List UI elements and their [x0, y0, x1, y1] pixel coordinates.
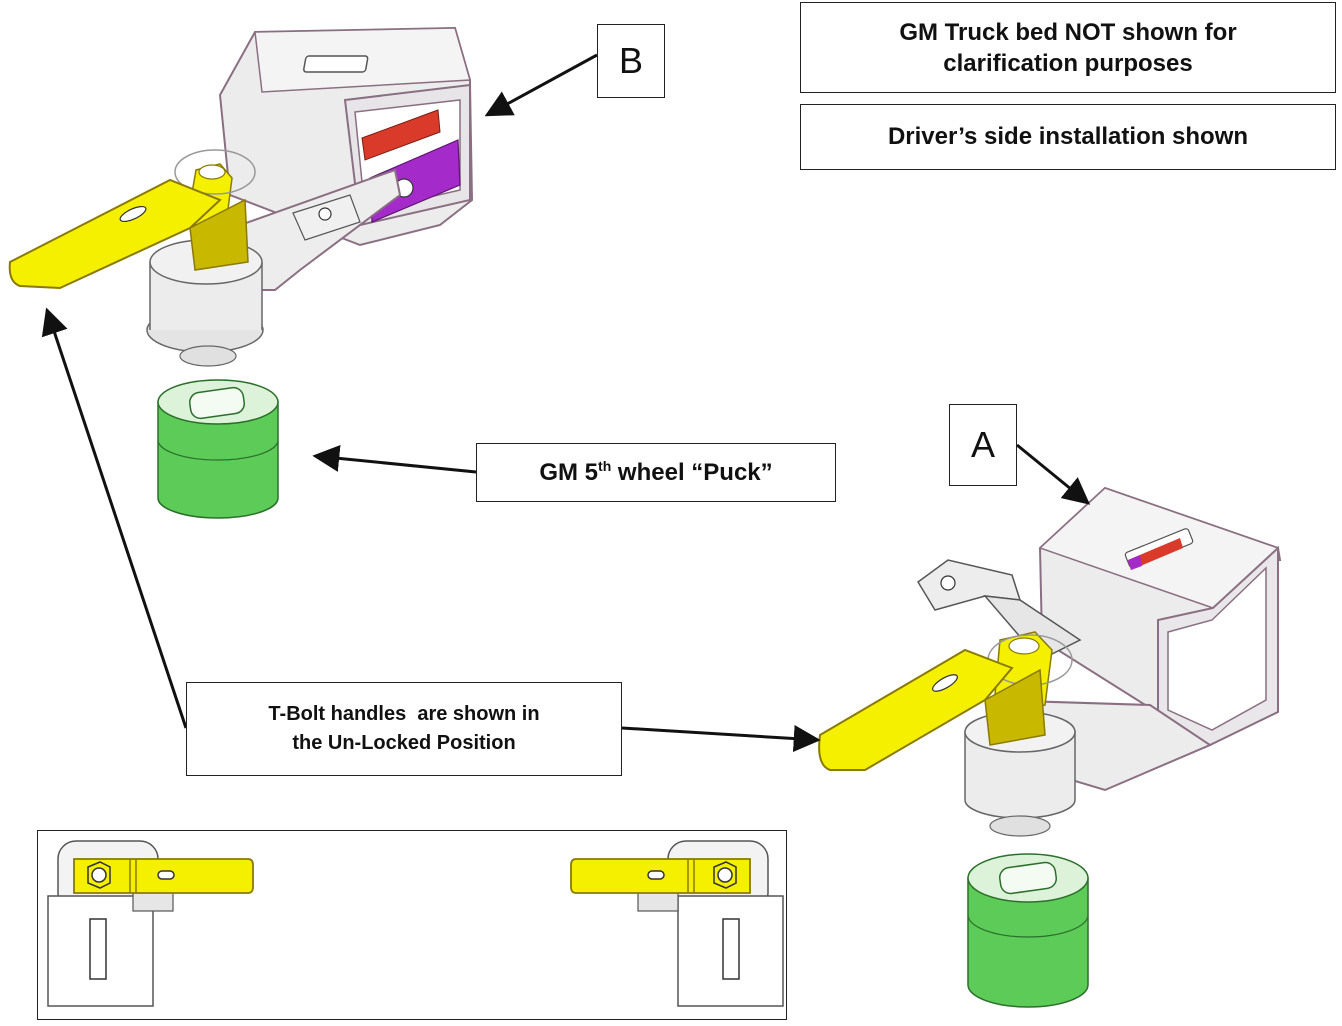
puck-left [157, 379, 279, 519]
inset-drawing [47, 840, 784, 1007]
puck-superscript: th [598, 458, 612, 474]
top-view-inset [37, 830, 787, 1020]
arrow-tbolt-right [621, 725, 821, 752]
label-a-text: A [970, 424, 995, 465]
puck-suffix: wheel “Puck” [611, 459, 773, 486]
callout-tbolt: T-Bolt handles are shown in the Un-Locke… [186, 682, 622, 776]
assembly-b [8, 26, 474, 367]
tbolt-line1: T-Bolt handles are shown in [268, 703, 540, 725]
red-locking-block [361, 109, 441, 161]
t-bolt-handle-b [8, 178, 222, 290]
arrow-tbolt-left [41, 307, 188, 729]
callout-puck: GM 5th wheel “Puck” [476, 443, 836, 502]
label-b: B [597, 24, 665, 98]
note-side-text: Driver’s side installation shown [887, 123, 1249, 150]
note-drivers-side: Driver’s side installation shown [800, 104, 1336, 170]
label-a: A [949, 404, 1017, 486]
puck-prefix: GM 5 [539, 459, 599, 486]
tbolt-line2: the Un-Locked Position [292, 732, 516, 754]
note-bed-line2: clarification purposes [943, 49, 1193, 77]
puck-right [967, 853, 1089, 1008]
arrow-a [1016, 443, 1091, 505]
assembly-a [818, 486, 1282, 837]
label-b-text: B [618, 40, 643, 81]
arrow-puck [312, 444, 477, 474]
callout-puck-text: GM 5th wheel “Puck” [539, 458, 772, 487]
arrow-b [484, 53, 598, 117]
note-bed-line1: GM Truck bed NOT shown for [899, 18, 1237, 46]
note-truck-bed: GM Truck bed NOT shown for clarification… [800, 2, 1336, 93]
